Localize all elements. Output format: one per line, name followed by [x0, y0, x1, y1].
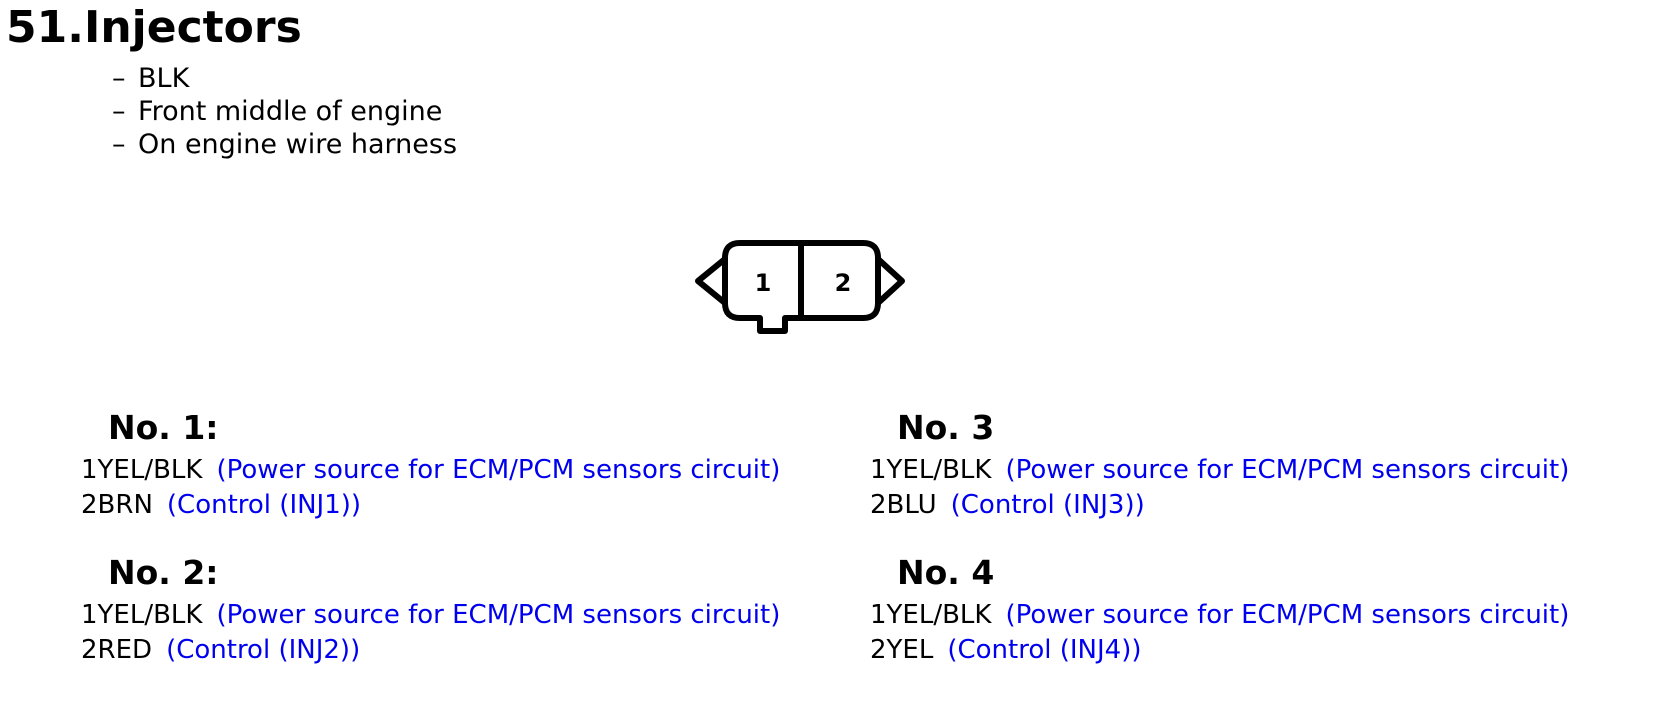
- note-location: Front middle of engine: [138, 96, 443, 127]
- note-harness: On engine wire harness: [138, 129, 458, 160]
- note-dash: –: [112, 129, 126, 160]
- connector-pin-label: 2: [835, 269, 852, 297]
- pin-description: (Control (INJ1)): [166, 490, 362, 520]
- pin-description: (Control (INJ3)): [950, 490, 1145, 520]
- pin-wire: 1YEL/BLK: [81, 455, 203, 485]
- pin-row: 1YEL/BLK (Power source for ECM/PCM sensor…: [870, 454, 1569, 486]
- note-dash: –: [112, 96, 126, 127]
- pin-description: (Power source for ECM/PCM sensors circui…: [1005, 455, 1570, 485]
- note-dash: –: [112, 63, 126, 94]
- group-heading: No. 4: [897, 553, 995, 592]
- note-item: –Front middle of engine: [112, 95, 457, 128]
- pin-wire: 1YEL/BLK: [870, 600, 992, 630]
- page-title: 51.Injectors: [6, 2, 302, 53]
- pin-row: 2RED (Control (INJ2)): [81, 634, 360, 666]
- connector-diagram: 1 2: [695, 240, 905, 334]
- pin-description: (Control (INJ4)): [947, 635, 1142, 665]
- pin-row: 2BLU (Control (INJ3)): [870, 489, 1145, 521]
- group-heading: No. 1:: [108, 408, 219, 447]
- connector-notes-list: –BLK –Front middle of engine –On engine …: [112, 62, 457, 161]
- pin-row: 1YEL/BLK (Power source for ECM/PCM sensor…: [81, 599, 780, 631]
- pin-wire: 2RED: [81, 635, 153, 665]
- pin-description: (Power source for ECM/PCM sensors circui…: [1005, 600, 1570, 630]
- connector-pin-label: 1: [755, 269, 772, 297]
- pin-row: 2YEL (Control (INJ4)): [870, 634, 1142, 666]
- group-heading: No. 3: [897, 408, 995, 447]
- pin-row: 1YEL/BLK (Power source for ECM/PCM sensor…: [81, 454, 780, 486]
- note-color: BLK: [138, 63, 190, 94]
- pin-wire: 1YEL/BLK: [870, 455, 992, 485]
- pin-wire: 2YEL: [870, 635, 934, 665]
- pin-row: 1YEL/BLK (Power source for ECM/PCM sensor…: [870, 599, 1569, 631]
- connector-right-latch: [875, 256, 905, 306]
- connector-body-outline: [722, 240, 881, 334]
- pin-wire: 1YEL/BLK: [81, 600, 203, 630]
- note-item: –On engine wire harness: [112, 128, 457, 161]
- note-item: –BLK: [112, 62, 457, 95]
- pin-description: (Power source for ECM/PCM sensors circui…: [216, 455, 781, 485]
- pin-row: 2BRN (Control (INJ1)): [81, 489, 361, 521]
- pin-wire: 2BLU: [870, 490, 937, 520]
- pin-wire: 2BRN: [81, 490, 153, 520]
- pin-description: (Control (INJ2)): [166, 635, 361, 665]
- pin-description: (Power source for ECM/PCM sensors circui…: [216, 600, 781, 630]
- connector-left-latch: [695, 256, 728, 306]
- group-heading: No. 2:: [108, 553, 219, 592]
